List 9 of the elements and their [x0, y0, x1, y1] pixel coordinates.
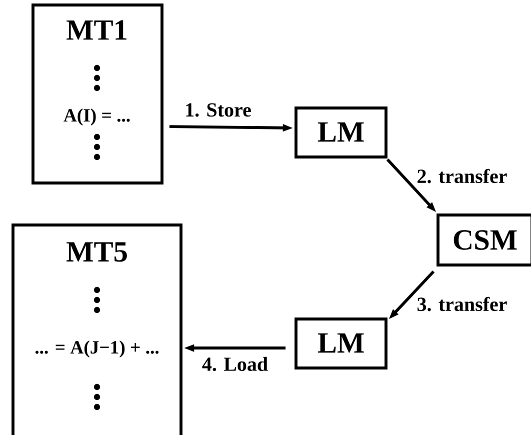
memory-box: MT1 A(I) = ...: [32, 4, 164, 184]
edge-label: 2. transfer: [418, 168, 507, 184]
memory-box: LM: [294, 318, 388, 370]
memory-box: CSM: [436, 214, 531, 266]
edge-label: 4. Load: [202, 356, 268, 372]
memory-box: MT5 ... = A(J−1) + ...: [12, 224, 182, 435]
edge-label: 1. Store: [186, 103, 251, 117]
edge-label: 3. transfer: [418, 296, 507, 312]
memory-box: LM: [294, 106, 388, 158]
